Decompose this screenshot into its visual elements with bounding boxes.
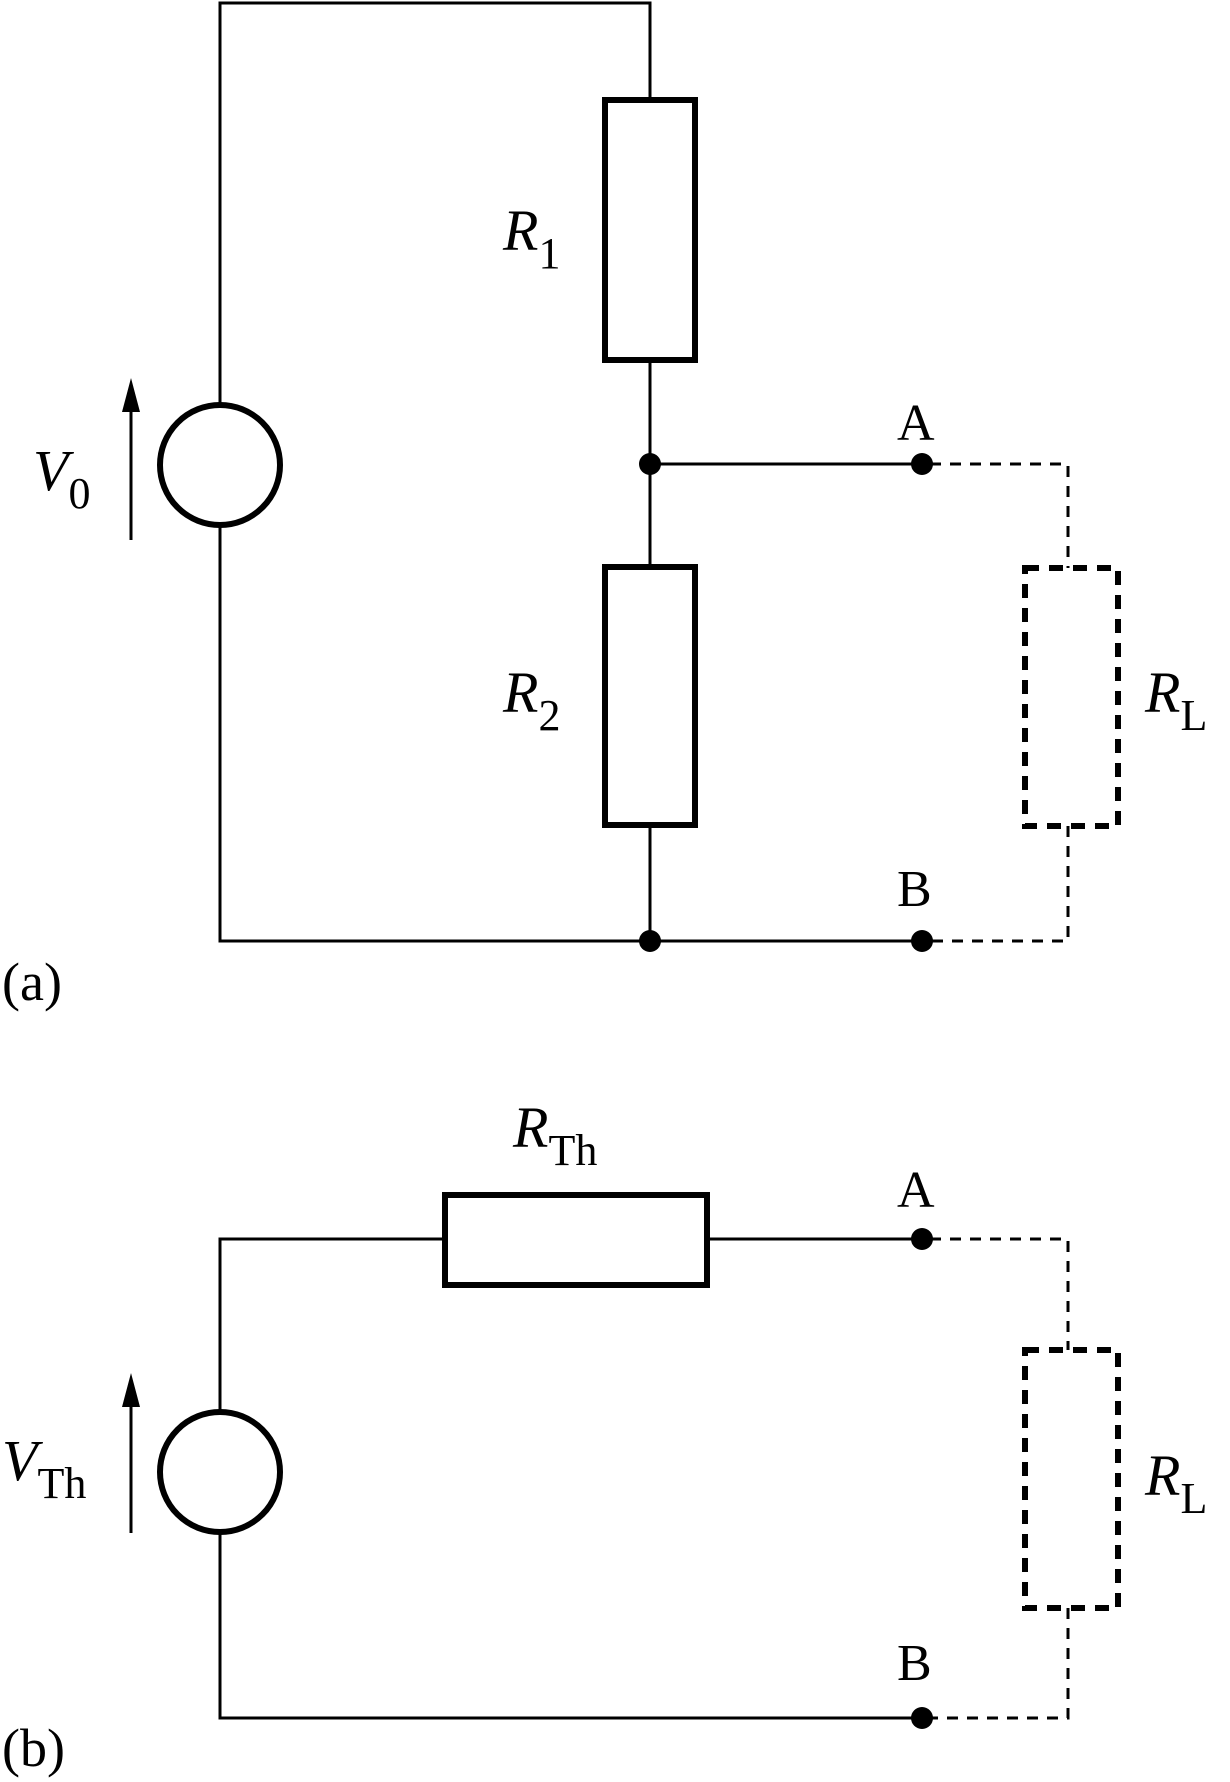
label-rl-a: RL <box>1144 660 1207 740</box>
label-r2: R2 <box>502 660 560 740</box>
wire-a-bottom <box>218 525 922 943</box>
voltage-source-a <box>157 402 283 528</box>
part-label-b: (b) <box>2 1718 65 1778</box>
figure-a: R1 R2 V0 RL A B (a) <box>2 1 1207 1012</box>
figure-b: RTh VTh RL A B (b) <box>2 1095 1207 1778</box>
voltage-source-b <box>157 1409 283 1535</box>
wire-a-top <box>218 1 652 405</box>
load-resistor-a <box>1022 565 1121 829</box>
voltage-arrow-b-icon <box>122 1373 140 1533</box>
load-wire-b-bottom <box>930 1608 1070 1720</box>
resistor-r2 <box>602 564 698 828</box>
voltage-arrow-a-icon <box>122 378 140 540</box>
label-rth: RTh <box>512 1095 597 1175</box>
wire-b-bottom <box>218 1532 922 1720</box>
label-r1: R1 <box>502 198 560 278</box>
wire-b-top <box>218 1237 445 1413</box>
terminal-a-dot <box>911 453 933 475</box>
resistor-r1 <box>602 97 698 363</box>
load-resistor-b <box>1022 1347 1121 1611</box>
terminal-b-dot-b <box>911 1707 933 1729</box>
load-wire-a-top <box>930 462 1070 568</box>
part-label-a: (a) <box>2 952 62 1012</box>
load-wire-b-top <box>930 1237 1070 1350</box>
resistor-rth <box>442 1192 710 1288</box>
label-rl-b: RL <box>1144 1443 1207 1523</box>
label-v0: V0 <box>33 438 90 518</box>
junction-node-a-bottom <box>639 930 661 952</box>
junction-node-a-top <box>639 453 661 475</box>
terminal-a-dot-b <box>911 1228 933 1250</box>
terminal-b-label: B <box>897 861 932 918</box>
label-vth: VTh <box>2 1428 86 1508</box>
terminal-b-label-b: B <box>897 1635 932 1692</box>
terminal-a-label: A <box>897 395 935 452</box>
terminal-b-dot <box>911 930 933 952</box>
load-wire-a-bottom <box>930 826 1070 943</box>
terminal-a-label-b: A <box>897 1162 935 1219</box>
